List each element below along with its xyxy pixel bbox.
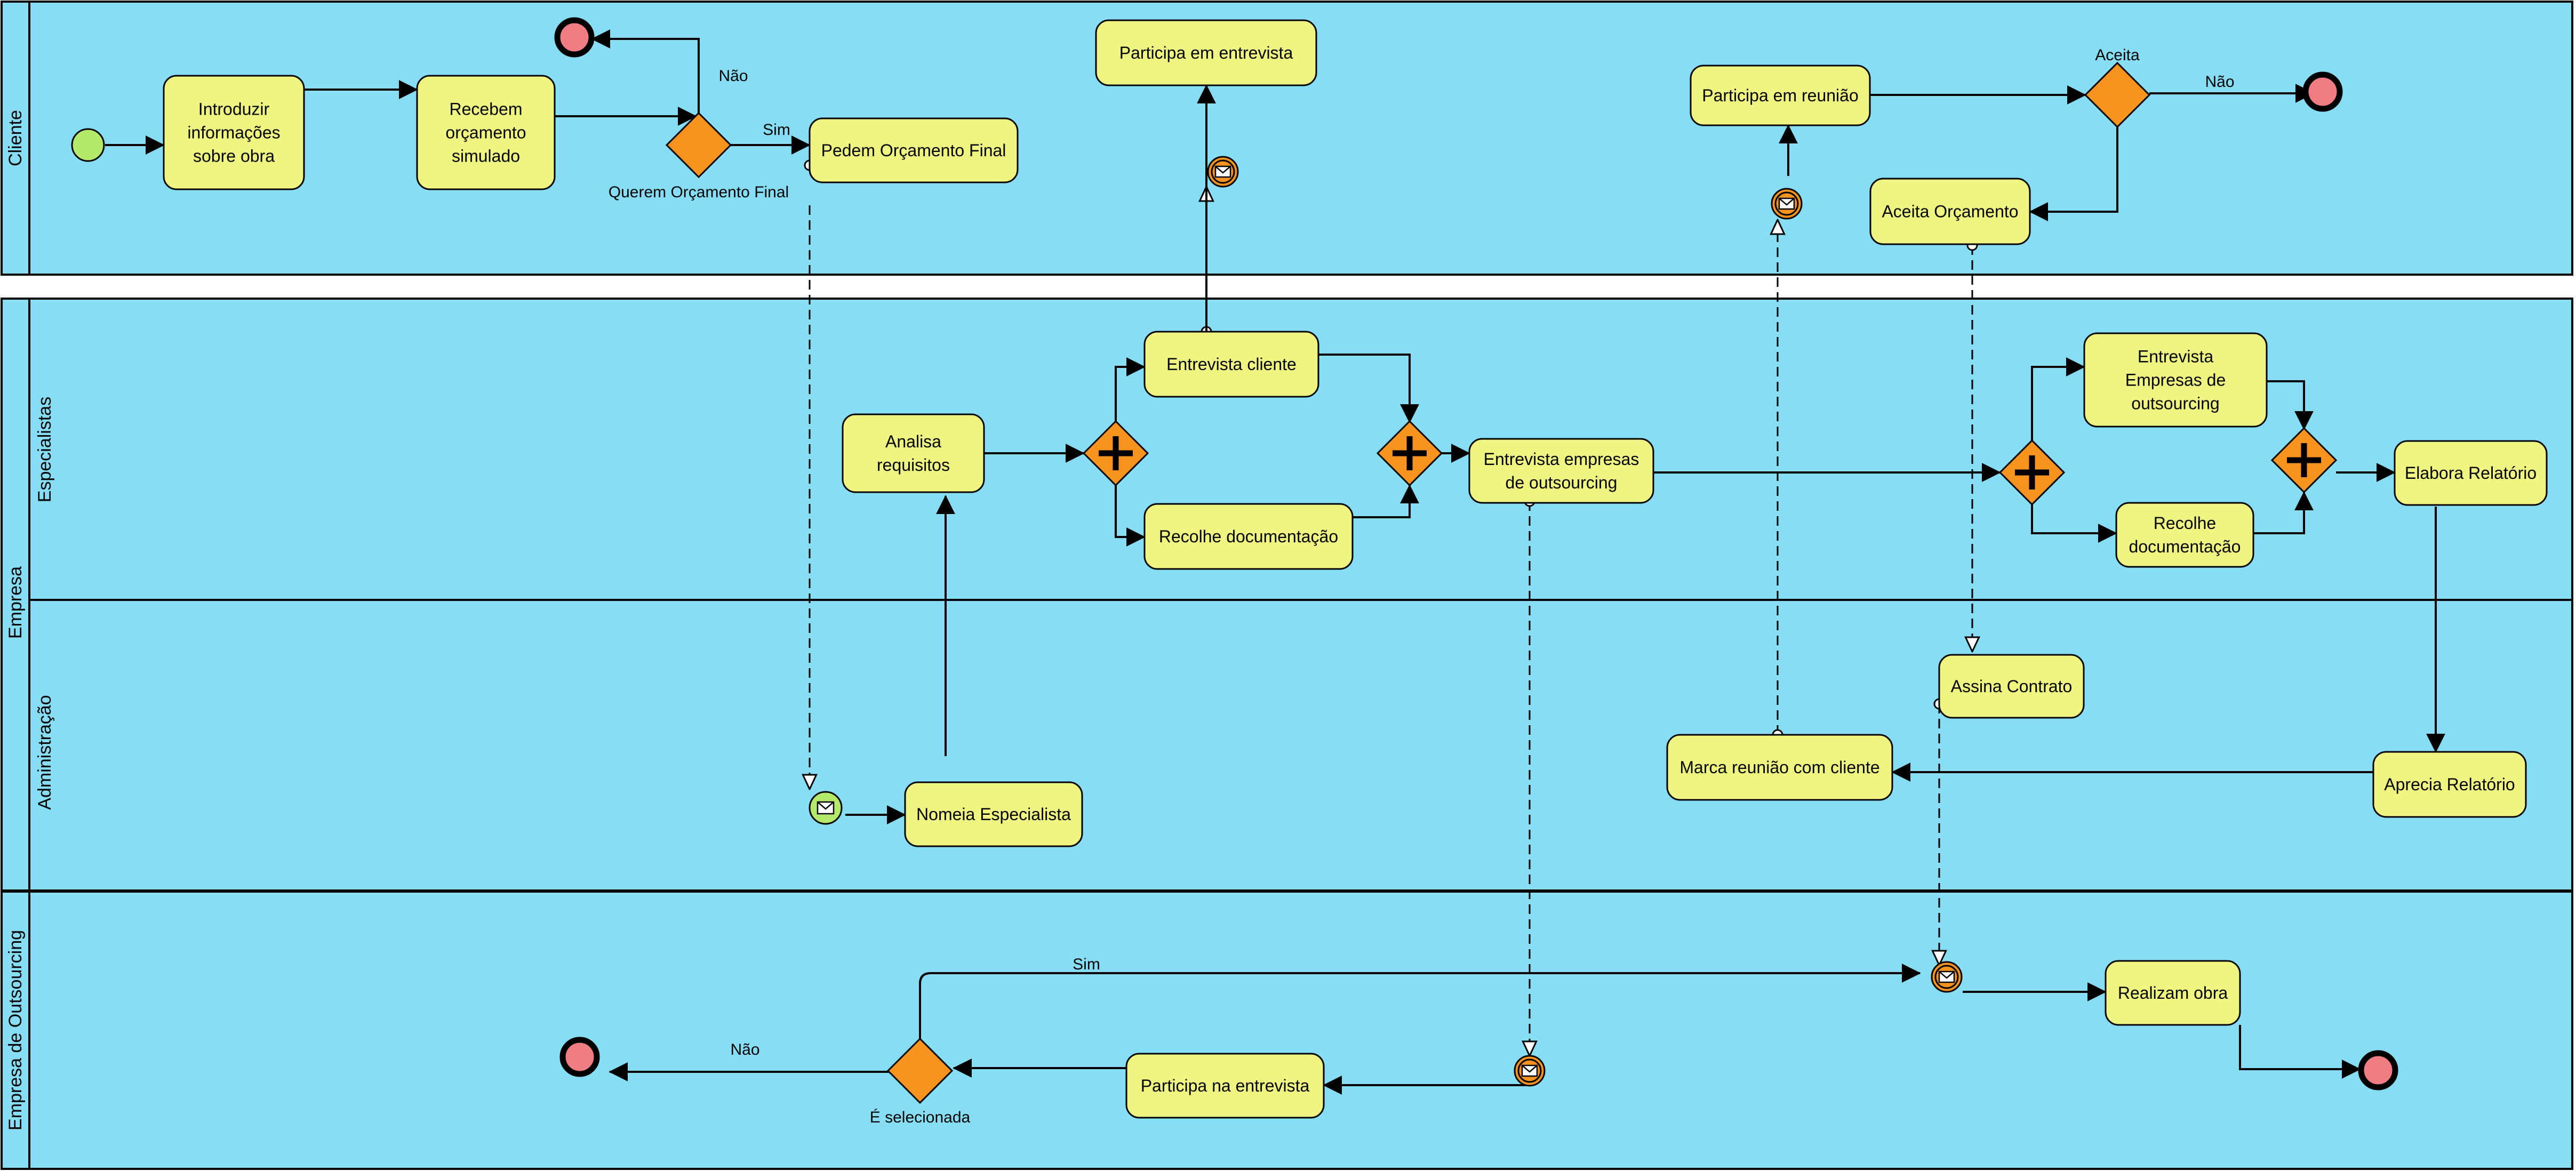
task-label-line: Aprecia Relatório — [2384, 775, 2515, 794]
envelope-icon — [1214, 165, 1231, 178]
pool-label-empresa: Empresa — [5, 566, 26, 639]
task-label-line: Entrevista empresas — [1484, 450, 1639, 469]
flow-label-nao: Não — [718, 67, 748, 85]
task-label-line: Recebem — [450, 100, 523, 119]
exclusive-gateway-selecionada[interactable]: É selecionada — [870, 1037, 971, 1126]
task-label-line: Realizam obra — [2118, 983, 2228, 1002]
task-label-line: outsourcing — [2131, 394, 2219, 413]
task-label-line: orçamento — [445, 123, 526, 142]
task-label-line: Recolhe — [2154, 514, 2216, 533]
exclusive-gateway-querem[interactable]: Querem Orçamento Final — [609, 111, 789, 201]
lane-label-administracao: Administração — [35, 695, 55, 809]
task-recolhe-doc-1[interactable]: Recolhe documentação — [1143, 503, 1354, 570]
task-aceita-orcamento[interactable]: Aceita Orçamento — [1869, 178, 2031, 245]
task-label-line: Elabora Relatório — [2405, 463, 2537, 483]
message-start-event — [809, 791, 843, 825]
envelope-icon — [1521, 1064, 1538, 1077]
task-label-line: Analisa — [885, 432, 941, 451]
task-introduzir[interactable]: Introduzir informações sobre obra — [163, 75, 305, 190]
task-label-line: Assina Contrato — [1951, 677, 2073, 696]
task-label-line: documentação — [2129, 537, 2241, 556]
task-elabora[interactable]: Elabora Relatório — [2394, 440, 2548, 506]
parallel-gateway[interactable] — [2270, 427, 2338, 494]
flow-label-sim: Sim — [1073, 956, 1100, 973]
parallel-gateway[interactable] — [1998, 439, 2066, 506]
end-event — [2302, 71, 2343, 112]
flow-label-sim: Sim — [763, 121, 790, 139]
pool-label-outsourcing: Empresa de Outsourcing — [5, 930, 26, 1130]
plus-icon — [1099, 436, 1133, 470]
task-label-line: Recolhe documentação — [1159, 527, 1338, 546]
task-nomeia[interactable]: Nomeia Especialista — [904, 781, 1083, 847]
task-label-line: de outsourcing — [1506, 473, 1618, 492]
flow-label-nao: Não — [2205, 73, 2234, 91]
envelope-icon — [1938, 971, 1955, 983]
task-label-line: sobre obra — [193, 147, 275, 166]
task-label-line: Entrevista cliente — [1166, 355, 1297, 374]
message-intermediate-event — [1771, 188, 1803, 220]
task-label-line: Pedem Orçamento Final — [821, 141, 1006, 160]
plus-icon — [2287, 443, 2321, 477]
task-participa-na-entrevista[interactable]: Participa na entrevista — [1125, 1053, 1325, 1119]
gateway-label-querem: Querem Orçamento Final — [609, 183, 789, 201]
task-label-line: Aceita Orçamento — [1882, 202, 2018, 221]
task-label-line: Participa na entrevista — [1141, 1076, 1310, 1095]
exclusive-gateway-aceita[interactable]: Aceita — [2084, 46, 2151, 129]
task-aprecia[interactable]: Aprecia Relatório — [2372, 751, 2527, 818]
end-event — [2358, 1050, 2398, 1090]
task-label-line: Participa em reunião — [1702, 86, 1858, 105]
task-analisa[interactable]: Analisa requisitos — [842, 413, 985, 493]
end-event — [554, 17, 595, 58]
task-participa-entrevista-cliente[interactable]: Participa em entrevista — [1095, 19, 1317, 86]
envelope-icon — [817, 801, 835, 815]
task-label-line: Empresas de — [2125, 371, 2226, 390]
flow-label-nao: Não — [730, 1041, 759, 1058]
parallel-gateway[interactable] — [1376, 420, 1443, 487]
gateway-label-selecionada: É selecionada — [870, 1109, 971, 1126]
message-intermediate-event — [1931, 961, 1963, 993]
plus-icon — [1393, 436, 1427, 470]
task-label-line: Entrevista — [2138, 347, 2213, 366]
task-label-line: Marca reunião com cliente — [1679, 758, 1879, 777]
task-realizam[interactable]: Realizam obra — [2105, 960, 2241, 1026]
task-label-line: Participa em entrevista — [1119, 43, 1293, 62]
message-intermediate-event — [1514, 1055, 1546, 1087]
plus-icon — [2015, 455, 2049, 490]
end-event — [559, 1037, 600, 1077]
task-assina[interactable]: Assina Contrato — [1938, 654, 2085, 719]
task-marca-reuniao[interactable]: Marca reunião com cliente — [1666, 734, 1893, 801]
task-pedem[interactable]: Pedem Orçamento Final — [809, 117, 1019, 183]
pool-empresa-outsourcing: Empresa de Outsourcing — [1, 891, 2573, 1170]
task-entrevista-cliente[interactable]: Entrevista cliente — [1143, 331, 1319, 398]
task-label-line: requisitos — [877, 455, 950, 475]
tasks: Introduzir informações sobre obra Recebem or… — [163, 19, 2548, 1119]
task-label-line: informações — [187, 123, 280, 142]
parallel-gateway[interactable] — [1082, 420, 1149, 487]
task-label-line: Nomeia Especialista — [916, 805, 1071, 824]
gateway-label-aceita: Aceita — [2095, 46, 2140, 64]
task-label-line: Introduzir — [198, 100, 270, 119]
task-recolhe-doc-2[interactable]: Recolhe documentação — [2115, 502, 2254, 568]
start-event — [71, 128, 105, 162]
pool-label-cliente: Cliente — [5, 110, 26, 166]
task-participa-reuniao[interactable]: Participa em reunião — [1690, 65, 1871, 126]
task-label-line: simulado — [452, 147, 520, 166]
message-intermediate-event — [1207, 156, 1239, 188]
task-entrevista-empresas[interactable]: Entrevista empresas de outsourcing — [1468, 438, 1654, 504]
envelope-icon — [1778, 197, 1795, 210]
sequence-flows — [105, 29, 2445, 1095]
task-recebem[interactable]: Recebem orçamento simulado — [416, 75, 556, 190]
lane-label-especialistas: Especialistas — [35, 397, 55, 502]
